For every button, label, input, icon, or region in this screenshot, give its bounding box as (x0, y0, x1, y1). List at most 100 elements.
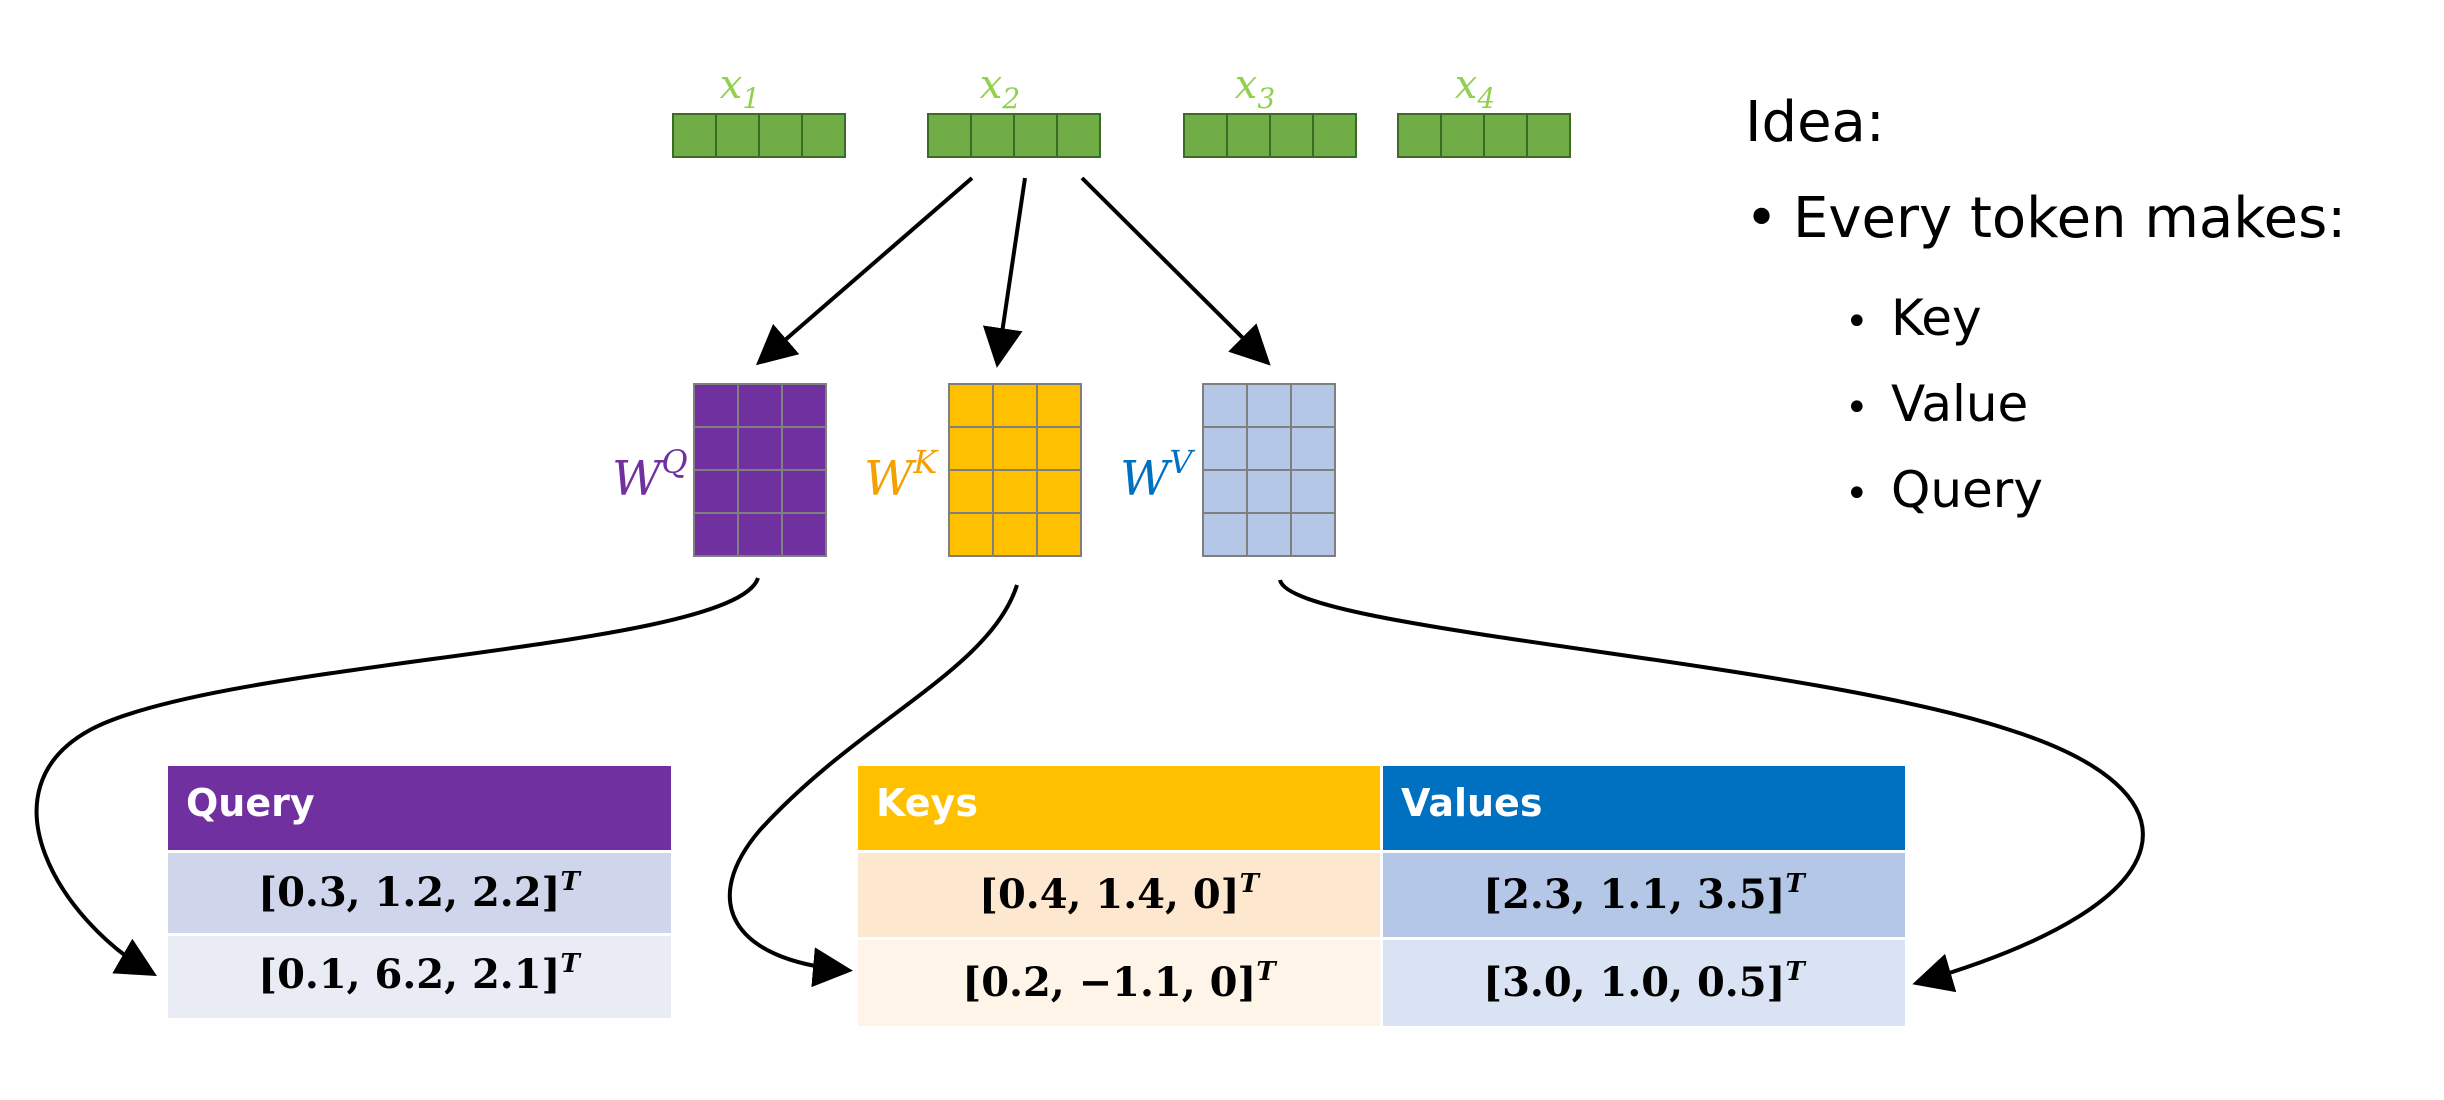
bullet-dot-icon: • (1745, 186, 1779, 251)
token-x3-label: x3 (1235, 62, 1275, 115)
matrix-cell (1036, 383, 1082, 428)
query-header-label: Query (186, 781, 315, 825)
sub-bullet-icon: • (1845, 385, 1869, 431)
values-table: Values [2.3, 1.1, 3.5]T [3.0, 1.0, 0.5]T (1383, 766, 1905, 1026)
idea-item-label: Key (1891, 289, 1982, 347)
token-cell (1056, 113, 1101, 158)
matrix-cell (781, 383, 827, 428)
idea-item-label: Value (1891, 375, 2029, 433)
matrix-cell (1202, 512, 1248, 557)
matrix-cell (737, 426, 783, 471)
token-cell (801, 113, 846, 158)
sub-bullet-icon: • (1845, 299, 1869, 345)
weight-matrix-wv: WV (1120, 383, 1336, 557)
matrix-cell (1246, 469, 1292, 514)
matrix-cell (737, 469, 783, 514)
idea-main-bullet: • Every token makes: (1745, 191, 2346, 247)
keys-row-2-value: [0.2, −1.1, 0]T (962, 957, 1277, 1006)
values-row-2 (1383, 940, 1905, 1026)
matrix-cell (992, 512, 1038, 557)
token-x2: x2 (927, 62, 1101, 158)
token-cell (1526, 113, 1571, 158)
token-cell (1269, 113, 1314, 158)
token-cell (672, 113, 717, 158)
matrix-cell (992, 383, 1038, 428)
values-row-2-value: [3.0, 1.0, 0.5]T (1483, 957, 1806, 1006)
matrix-cell (693, 469, 739, 514)
values-header-label: Values (1401, 781, 1542, 825)
sub-bullet-icon: • (1845, 471, 1869, 517)
matrix-cell (1036, 512, 1082, 557)
token-cell (1013, 113, 1058, 158)
matrix-cell (693, 383, 739, 428)
idea-item-value: • Value (1845, 363, 2346, 449)
matrix-cell (1290, 469, 1336, 514)
query-row-1-value: [0.3, 1.2, 2.2]T (258, 867, 581, 916)
token-cell (1440, 113, 1485, 158)
matrix-cell (948, 383, 994, 428)
token-cell (1226, 113, 1271, 158)
keys-header-label: Keys (876, 781, 978, 825)
token-x1-label: x1 (720, 62, 760, 115)
matrix-cell (992, 469, 1038, 514)
idea-item-key: • Key (1845, 277, 2346, 363)
idea-sub-list: • Key • Value • Query (1745, 277, 2346, 535)
wv-label: WV (1120, 443, 1195, 507)
matrix-cell (693, 512, 739, 557)
token-cell (1397, 113, 1442, 158)
token-x3: x3 (1183, 62, 1357, 158)
curve-wk-to-keys (727, 584, 1019, 988)
curve-wq-to-query (34, 577, 760, 977)
matrix-cell (737, 383, 783, 428)
token-x4: x4 (1397, 62, 1571, 158)
query-table: Query [0.3, 1.2, 2.2]T [0.1, 6.2, 2.1]T (168, 766, 671, 1018)
curve-wv-to-values (1278, 579, 2145, 993)
matrix-cell (1290, 512, 1336, 557)
token-cell (927, 113, 972, 158)
values-header (1383, 766, 1905, 850)
token-cell (1312, 113, 1357, 158)
matrix-cell (781, 469, 827, 514)
query-row-1 (168, 853, 671, 933)
matrix-cell (737, 512, 783, 557)
matrix-cell (693, 426, 739, 471)
keys-row-1 (858, 853, 1380, 937)
matrix-cell (1202, 383, 1248, 428)
token-cell (758, 113, 803, 158)
arrow-x2-to-wk (982, 177, 1027, 368)
matrix-cell (1036, 426, 1082, 471)
token-cell (970, 113, 1015, 158)
matrix-cell (1246, 383, 1292, 428)
query-row-2 (168, 936, 671, 1018)
idea-main-bullet-text: Every token makes: (1793, 186, 2347, 251)
matrix-cell (948, 512, 994, 557)
idea-panel: Idea: • Every token makes: •Key •Value •… (1745, 95, 2346, 535)
query-row-2-value: [0.1, 6.2, 2.1]T (258, 949, 581, 998)
token-cell (715, 113, 760, 158)
matrix-cell (781, 426, 827, 471)
query-header (168, 766, 671, 850)
matrix-cell (1246, 512, 1292, 557)
idea-item-query: • Query (1845, 449, 2346, 535)
token-x2-label: x2 (980, 62, 1020, 115)
keys-row-1-value: [0.4, 1.4, 0]T (979, 869, 1261, 918)
token-cell (1483, 113, 1528, 158)
token-x4-label: x4 (1455, 62, 1495, 115)
matrix-cell (1246, 426, 1292, 471)
matrix-cell (992, 426, 1038, 471)
values-row-1-value: [2.3, 1.1, 3.5]T (1483, 869, 1806, 918)
idea-item-label: Query (1891, 461, 2043, 519)
arrow-x2-to-wq (755, 176, 974, 366)
token-cell (1183, 113, 1228, 158)
matrix-cell (781, 512, 827, 557)
matrix-cell (948, 426, 994, 471)
wq-label: WQ (612, 443, 688, 507)
values-row-1 (1383, 853, 1905, 937)
matrix-cell (1202, 469, 1248, 514)
matrix-cell (1290, 426, 1336, 471)
idea-title: Idea: (1745, 90, 1885, 155)
token-x1: x1 (672, 62, 846, 158)
matrix-cell (948, 469, 994, 514)
keys-table: Keys [0.4, 1.4, 0]T [0.2, −1.1, 0]T (858, 766, 1380, 1026)
